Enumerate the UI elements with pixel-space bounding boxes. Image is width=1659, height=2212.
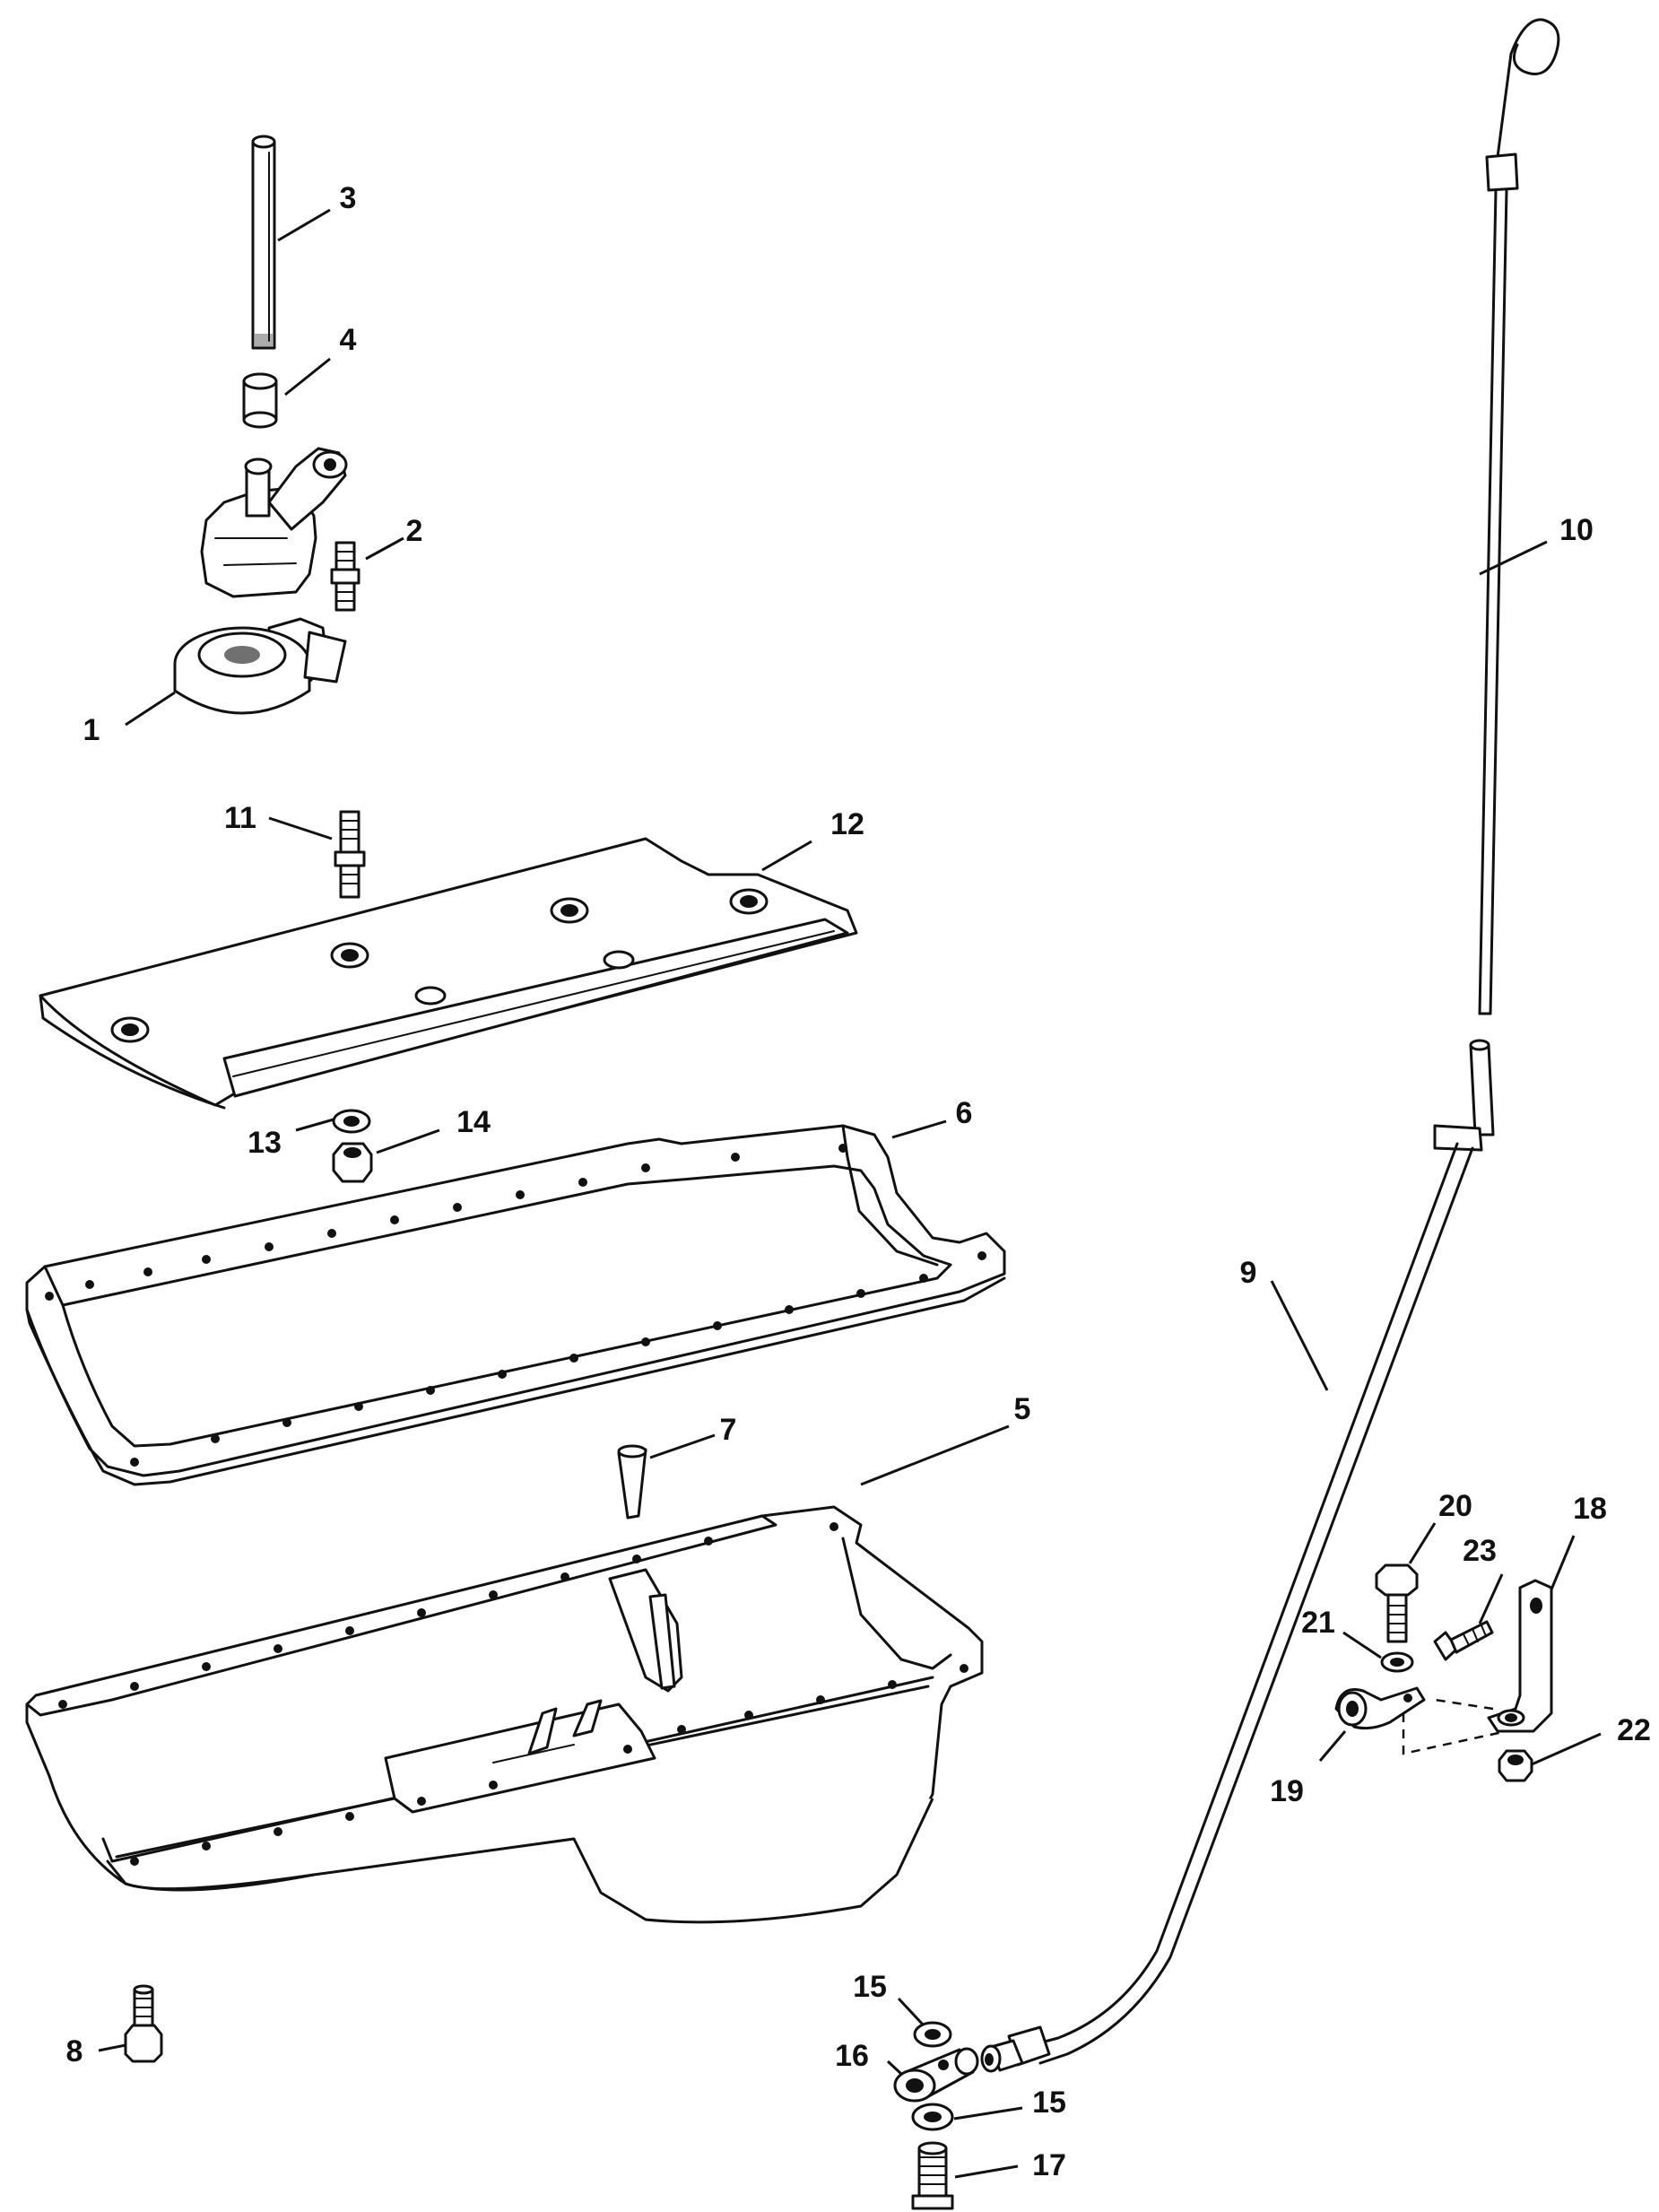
part-15-washer-upper bbox=[913, 2021, 952, 2048]
part-9-dipstick-tube bbox=[980, 1039, 1495, 2073]
part-6-pan-gasket bbox=[25, 1124, 1006, 1486]
part-19-clamp bbox=[1334, 1686, 1426, 1730]
part-2-stud bbox=[330, 541, 360, 612]
callout-20: 20 bbox=[1438, 1489, 1472, 1523]
leader-lines bbox=[98, 208, 1602, 2179]
part-4-sleeve bbox=[242, 372, 278, 429]
part-18-bracket bbox=[1487, 1579, 1553, 1733]
callout-15-upper: 15 bbox=[853, 1970, 887, 2004]
part-23-screw bbox=[1433, 1620, 1494, 1661]
part-11-stud bbox=[334, 810, 366, 899]
callout-10: 10 bbox=[1559, 513, 1594, 547]
callout-12: 12 bbox=[830, 807, 864, 841]
part-13-washer bbox=[332, 1109, 371, 1134]
callout-23: 23 bbox=[1463, 1534, 1497, 1568]
assembly-line-clamp bbox=[1402, 1713, 1507, 1755]
part-3-pickup-tube bbox=[251, 135, 276, 350]
callout-6: 6 bbox=[956, 1096, 973, 1130]
callout-9: 9 bbox=[1240, 1256, 1257, 1290]
callout-21: 21 bbox=[1301, 1606, 1335, 1640]
callout-3: 3 bbox=[340, 181, 357, 215]
part-22-nut bbox=[1498, 1749, 1533, 1782]
part-15-washer-lower bbox=[911, 2103, 954, 2131]
part-8-bolt bbox=[124, 1984, 163, 2063]
part-20-bolt bbox=[1375, 1563, 1419, 1643]
callout-18: 18 bbox=[1573, 1492, 1607, 1526]
callout-17: 17 bbox=[1032, 2148, 1066, 2182]
part-7-plug bbox=[617, 1444, 647, 1520]
gasket-bolt-holes bbox=[45, 1144, 986, 1467]
callout-19: 19 bbox=[1270, 1774, 1304, 1808]
callout-5: 5 bbox=[1014, 1392, 1031, 1426]
part-1-oil-pump bbox=[173, 447, 348, 715]
callout-4: 4 bbox=[340, 323, 357, 357]
callout-8: 8 bbox=[66, 2034, 83, 2068]
part-14-nut bbox=[332, 1142, 373, 1183]
callout-labels: 1 2 3 4 5 6 7 8 9 10 11 12 13 14 15 15 1… bbox=[66, 181, 1651, 2182]
callout-13: 13 bbox=[248, 1126, 282, 1160]
assembly-line-bracket bbox=[1434, 1698, 1494, 1711]
callout-16: 16 bbox=[835, 2039, 869, 2073]
part-12-windage-tray bbox=[39, 837, 858, 1110]
callout-2: 2 bbox=[406, 514, 423, 548]
callout-22: 22 bbox=[1617, 1713, 1651, 1747]
part-5-oil-pan bbox=[25, 1505, 984, 1924]
callout-7: 7 bbox=[720, 1413, 737, 1447]
callout-11: 11 bbox=[224, 801, 256, 835]
part-17-fitting-bolt bbox=[911, 2141, 954, 2210]
callout-14: 14 bbox=[456, 1105, 491, 1139]
part-10-dipstick bbox=[1478, 18, 1560, 1015]
part-16-fitting bbox=[893, 2047, 979, 2103]
callout-1: 1 bbox=[83, 713, 100, 747]
pan-bolt-holes bbox=[58, 1522, 968, 1866]
callout-15-lower: 15 bbox=[1032, 2086, 1066, 2120]
part-21-washer bbox=[1380, 1651, 1414, 1673]
